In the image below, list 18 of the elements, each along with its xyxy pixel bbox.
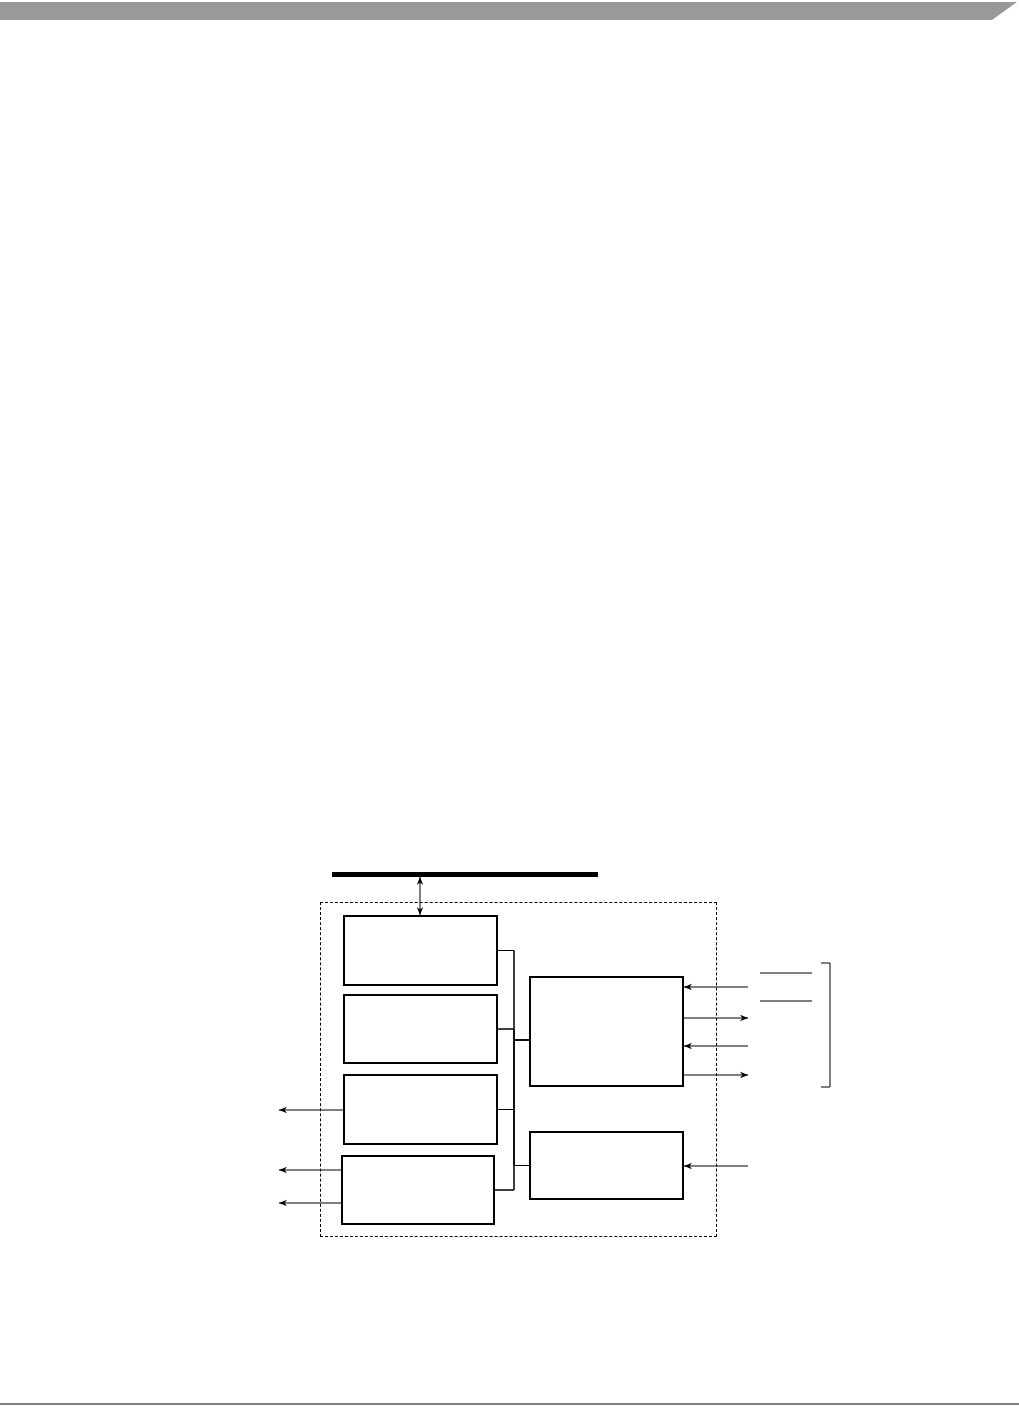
block-box bbox=[343, 994, 498, 1064]
arrow bbox=[683, 983, 749, 991]
arrow bbox=[278, 1166, 342, 1174]
block-box bbox=[529, 1131, 684, 1200]
arrow bbox=[683, 1162, 749, 1170]
arrow bbox=[683, 1014, 749, 1022]
arrow bbox=[278, 1106, 344, 1114]
block-box bbox=[343, 1074, 498, 1145]
arrow bbox=[683, 1071, 749, 1079]
block-box bbox=[341, 1155, 495, 1225]
block-box bbox=[529, 976, 684, 1087]
arrow bbox=[683, 1042, 749, 1050]
block-box bbox=[343, 915, 498, 986]
arrow bbox=[416, 876, 424, 916]
arrow bbox=[278, 1199, 342, 1207]
bus-bar bbox=[332, 872, 598, 877]
connector-line bbox=[494, 1165, 530, 1191]
module-boundary bbox=[320, 902, 717, 1237]
